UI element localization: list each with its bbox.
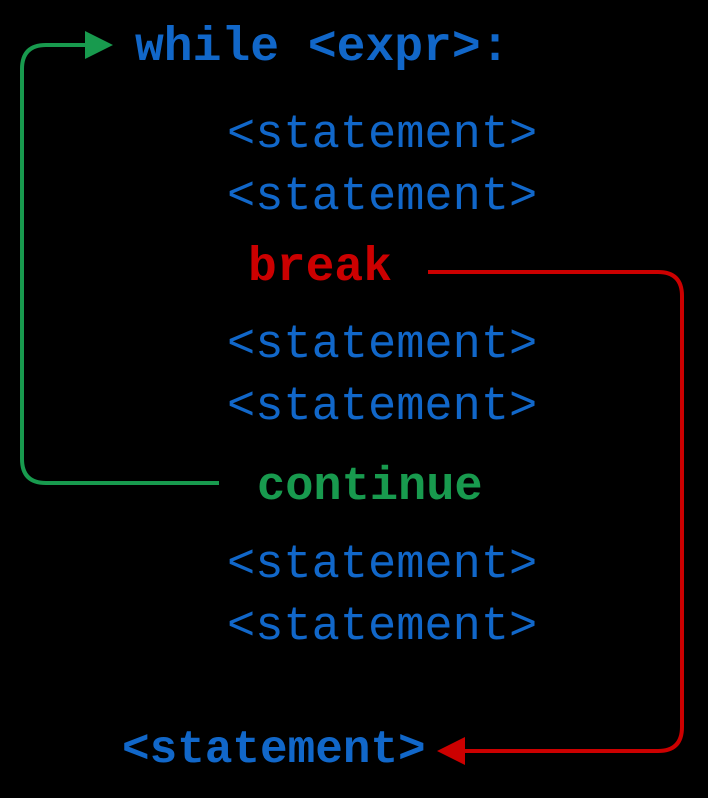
- statement-line-4: <statement>: [227, 381, 537, 434]
- after-loop-statement: <statement>: [122, 724, 426, 776]
- break-exit-arrow: [428, 270, 684, 765]
- statement-line-1: <statement>: [227, 109, 537, 162]
- continue-keyword: continue: [257, 461, 483, 514]
- statement-line-6: <statement>: [227, 601, 537, 654]
- break-arrow-path: [428, 270, 684, 753]
- green-arrowhead-icon: [85, 31, 113, 59]
- while-header-line: while <expr>:: [135, 21, 509, 75]
- break-keyword: break: [248, 241, 392, 295]
- statement-line-5: <statement>: [227, 539, 537, 592]
- continue-arrow-path: [20, 43, 219, 485]
- continue-loop-arrow: [20, 31, 219, 485]
- red-arrowhead-icon: [437, 737, 465, 765]
- statement-line-2: <statement>: [227, 171, 537, 224]
- statement-line-3: <statement>: [227, 319, 537, 372]
